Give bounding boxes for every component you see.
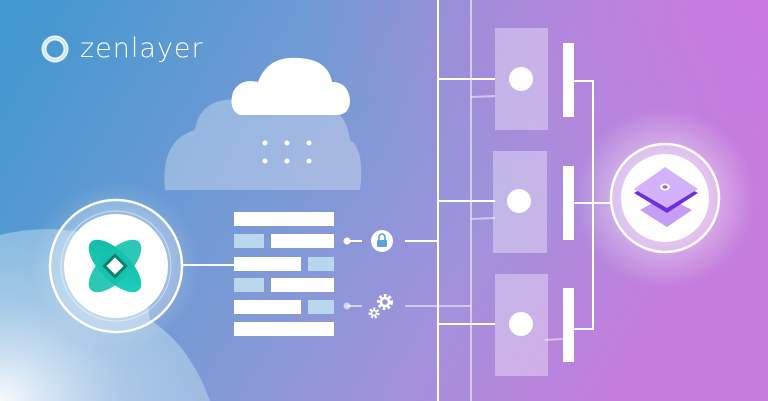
server-node-1	[495, 28, 574, 130]
left-node	[48, 198, 184, 334]
right-node	[609, 142, 721, 254]
lock-icon	[371, 230, 393, 252]
cloud-icon	[164, 57, 362, 190]
bus-branches	[405, 78, 495, 325]
bus-branches-secondary	[405, 95, 564, 341]
ring-logo-icon	[41, 35, 69, 62]
gear-icon	[368, 294, 393, 319]
data-stack	[234, 212, 334, 336]
server-node-2	[493, 151, 574, 253]
brand-name: zenlayer	[80, 33, 204, 64]
stacked-layers-icon	[634, 167, 698, 227]
brand-logo: zenlayer	[40, 33, 204, 64]
teal-x-logo-icon	[88, 239, 142, 293]
cloud-dots	[262, 140, 312, 164]
server-node-3	[495, 274, 574, 376]
